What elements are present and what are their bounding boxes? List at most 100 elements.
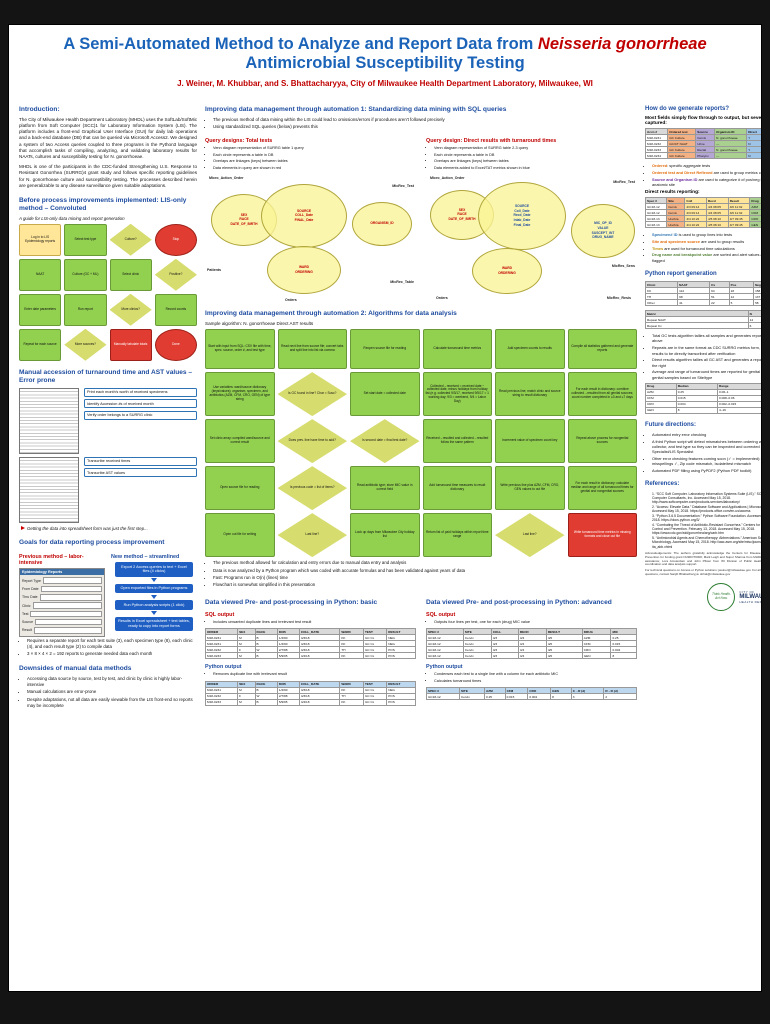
venn-ellipse-susceptibility: MIC_OP_ID VALUE SUSCEPT_INT DRUG_NAME: [571, 204, 635, 259]
flow-node: Write previous line plus AZM, CFM, CRO, …: [495, 466, 565, 511]
table-cell: GEN: [581, 652, 612, 660]
bullet-rest: : specific aggregate tests: [667, 163, 711, 169]
bullet-item: 4. “Combating the Threat of Antibiotic-R…: [652, 522, 762, 536]
before-heading: Before process improvements implemented:…: [19, 196, 187, 212]
field-label: DATE_OF_BIRTH: [230, 222, 258, 227]
flow-node: For each result in dictionary: combine c…: [567, 372, 637, 417]
table-cell: 4/4: [517, 652, 547, 660]
spreadsheet-thumbnail: [19, 387, 79, 454]
query-total-heading: Query designs: Total tests: [205, 138, 273, 145]
goals-new-label: New method – streamlined: [111, 554, 180, 561]
flow-node: Add specimen counts to results: [495, 329, 565, 370]
flow-node: Repeat above process for nongenital sour…: [567, 419, 637, 464]
bullet-item: Requires a separate report for each test…: [27, 638, 197, 650]
city-of-milwaukee-logo: CITY OF MILWAUKEE HEALTH DEPARTMENT: [739, 589, 762, 604]
acknowledgements: Acknowledgements: The authors gratefully…: [645, 551, 762, 567]
table-cell: 4/4/18: [298, 652, 341, 660]
before-note: A guide for LIS-only data mining and rep…: [19, 215, 125, 221]
field-label: SOURCE: [296, 208, 312, 213]
poster-authors: J. Weiner, M. Khubbar, and S. Bhattachar…: [177, 78, 593, 88]
flow-node: Positive?: [154, 258, 197, 291]
flow-node: Is second date = final test date?: [350, 419, 420, 464]
goals-bullets: Requires a separate report for each test…: [19, 638, 197, 657]
bullet-item: Each circle represents a table in DB: [213, 153, 416, 158]
future-heading: Future directions:: [645, 421, 697, 428]
venn-ellipse-dates: SOURCE Coll_Date Recd_Date Inlab_Date Fi…: [478, 182, 566, 251]
flow-node: Is previous code = list of items?: [277, 466, 347, 511]
reports-lead: Most fields simply flow through to outpu…: [645, 116, 762, 127]
table-cell: Repeat Cx: [645, 322, 749, 330]
flow-node: Log in to LIS Epidemiology reports: [19, 223, 62, 256]
bullet-item: From Date: [22, 586, 102, 593]
viewed-advanced-heading: Data viewed Pre- and post-processing in …: [426, 599, 612, 607]
references-list: 1. “SCC Soft Computer. Laboratory Inform…: [645, 492, 762, 549]
bullet-item: Transcribe AST values: [84, 468, 197, 478]
bullet-item: Overlaps are linkages (keys) between tab…: [213, 159, 416, 164]
field-label: ORDERING: [498, 270, 516, 275]
flow-node: Culture (GC + ML): [64, 258, 107, 291]
bullet-item: 3. “Python 3.6.5 Documentation.” Python …: [652, 513, 762, 523]
field-label: WARD: [501, 266, 513, 271]
new-method-step-1: Export 2 Access queries to text + Excel …: [115, 562, 193, 577]
table-label: MicRec_Test: [392, 184, 414, 189]
flow-node: Collected→received = received date − col…: [422, 372, 492, 417]
flow-node: Set clinic array: compiled ward/source a…: [205, 419, 275, 464]
manual-caption-text: Getting the data into spreadsheet form w…: [27, 525, 148, 531]
manual-caption: Getting the data into spreadsheet form w…: [19, 525, 197, 531]
flow-node: Does prev. line have time to add?: [277, 419, 347, 464]
bullet-lead: Specimen# ID: [652, 232, 678, 238]
logo-line-3: HEALTH DEPARTMENT: [739, 599, 762, 604]
bullet-item: Flowchart is somewhat simplified in this…: [213, 582, 637, 588]
pyreport-bullets: Total GC tests algorithm tallies all sam…: [645, 333, 761, 380]
python-output-label: Python output: [426, 664, 463, 671]
flow-node: Write turnaround time metrics in missing…: [567, 513, 637, 558]
table-cell: Urethra: [666, 221, 686, 229]
poster-header: A Semi-Automated Method to Analyze and R…: [9, 25, 761, 90]
bullet-item: Direct results algorithm tallies all GC …: [652, 357, 761, 368]
field-label: Inlab_Date: [513, 218, 531, 223]
table-cell: M18-0233: [204, 652, 239, 660]
flow-node: Increment value of specimen count key: [495, 419, 565, 464]
bullet-item: Thru Date: [22, 594, 102, 601]
field-label: COLL_Date: [295, 213, 313, 218]
manual-row-1: Print each month's worth of received spe…: [19, 387, 197, 454]
pyreport-heading: Python report generation: [645, 271, 717, 278]
flow-node: Done: [154, 328, 197, 361]
automation1-heading: Improving data management through automa…: [205, 105, 507, 113]
stamp-line-2: Act Now.: [715, 595, 728, 600]
table-header-row: Spec #SiteCollRecdResultDrugMIC: [644, 197, 761, 205]
table-cell: 58: [753, 299, 761, 307]
window-title: Epidemiology Reports: [20, 569, 104, 576]
goals-new: New method – streamlined Export 2 Access…: [111, 549, 197, 636]
intro-paragraph-1: The City of Milwaukee Health Department …: [19, 116, 197, 159]
venn-diagram-direct-results: Micro_Action_Order MicRec_Test MicRes_Se…: [426, 174, 637, 302]
logo-line-1: CITY OF: [739, 589, 755, 594]
bullet-item: Source: [22, 619, 102, 626]
bullet-item: Identify Accession #s of received month: [84, 399, 197, 409]
bullet-lead: Site and specimen source: [652, 238, 701, 244]
bullet-item: Source and Organism ID are used to categ…: [652, 177, 761, 188]
intro-paragraph-2: MHDL is one of the participants in the C…: [19, 164, 197, 188]
poster-sheet: A Semi-Automated Method to Analyze and R…: [8, 24, 762, 992]
down-arrow-icon: [151, 578, 157, 583]
bullet-item: The previous method of data mining withi…: [213, 117, 637, 123]
goals-previous: Previous method – labor-intensive Epidem…: [19, 549, 105, 637]
query-total-section: Query designs: Total tests Venn diagram …: [205, 133, 416, 302]
table-cell: GEN: [645, 406, 677, 414]
bullet-item: Each circle represents a table in DB: [434, 153, 637, 158]
future-bullets: Automated entry error checkingA third Py…: [645, 432, 761, 473]
table-cell: 2: [603, 693, 637, 701]
bullet-item: Site and specimen source are used to gro…: [652, 238, 761, 244]
flow-node: Reopen source file for reading: [350, 329, 420, 370]
table-cell: 6: [747, 322, 761, 330]
bullet-item: 2. “Access: Elevate Data.” Database Soft…: [652, 504, 762, 514]
table-cell: Cervix: [462, 652, 492, 660]
field-label: FINAL_Date: [294, 218, 314, 223]
